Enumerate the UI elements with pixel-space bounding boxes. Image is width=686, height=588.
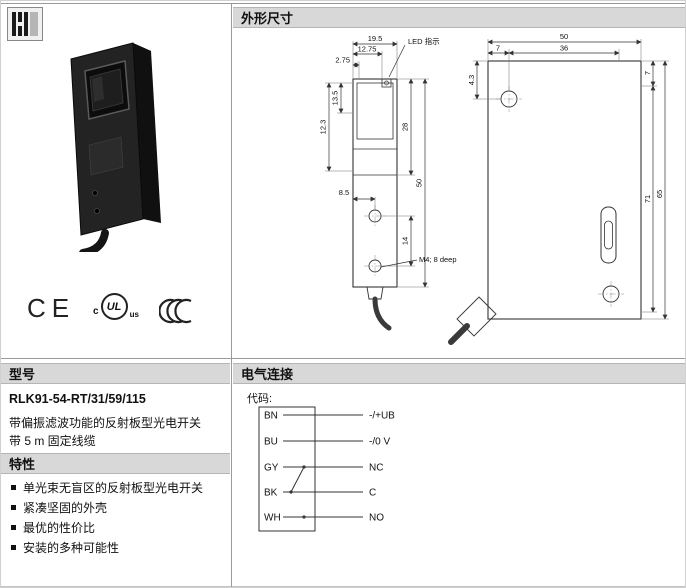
dim-12-3: 12.3 <box>319 120 328 135</box>
extension-lines-front <box>325 41 429 288</box>
wire-rows: BN -/+UB BU -/0 V GY NC BK C WH NO <box>264 411 395 524</box>
dim-7-top: 7 <box>496 44 500 53</box>
top-rule <box>1 3 685 4</box>
section-header-dimensions: 外形尺寸 <box>233 7 685 28</box>
wire-code: BN <box>264 411 278 422</box>
dimension-labels-front: 19.5 12.75 2.75 LED 指示 13.5 12.3 28 50 8… <box>319 34 457 264</box>
dim-2-75: 2.75 <box>335 56 350 65</box>
section-header-model: 型号 <box>1 363 230 384</box>
wire-signal: NC <box>369 463 383 474</box>
ul-us-label: us <box>129 310 139 319</box>
model-desc-2: 带 5 m 固定线缆 <box>9 434 96 448</box>
feature-item: 紧凑坚固的外壳 <box>11 499 107 516</box>
column-divider <box>231 3 232 587</box>
dim-50-side: 50 <box>560 32 568 41</box>
m4-thread-label: M4; 8 deep <box>419 255 457 264</box>
led-indicator-label: LED 指示 <box>408 36 440 46</box>
dim-50-front: 50 <box>415 179 424 187</box>
wire-signal: C <box>369 488 376 499</box>
sensor-side-face <box>133 43 161 223</box>
dim-8-5: 8.5 <box>339 188 349 197</box>
lens-highlight <box>92 76 104 102</box>
product-photo <box>70 42 161 252</box>
dimension-lines-side <box>474 39 668 320</box>
sensor-hole <box>94 208 100 214</box>
ccc-mark <box>159 298 192 324</box>
bottom-rule <box>1 586 685 587</box>
dim-7-right: 7 <box>643 71 652 75</box>
wire-code-label: 代码: <box>247 392 272 405</box>
dim-28: 28 <box>401 123 410 131</box>
middle-rule <box>1 358 685 359</box>
feature-text: 紧凑坚固的外壳 <box>23 501 108 515</box>
ul-circle: UL <box>100 293 128 320</box>
dim-13-5: 13.5 <box>331 91 340 106</box>
wire-signal: -/+UB <box>369 411 395 422</box>
feature-item: 单光束无盲区的反射板型光电开关 <box>11 479 203 496</box>
ul-label: UL <box>106 300 122 313</box>
device-box <box>258 406 316 532</box>
model-desc-1: 带偏振滤波功能的反射板型光电开关 <box>9 416 202 430</box>
ul-mark: c UL us <box>93 293 139 320</box>
sensor-cable <box>79 229 109 252</box>
wire-signal: -/0 V <box>369 437 390 448</box>
feature-item: 最优的性价比 <box>11 519 95 536</box>
wire-code: BU <box>264 437 278 448</box>
wire-signal: NO <box>369 513 384 524</box>
feature-text: 最优的性价比 <box>23 521 96 535</box>
changeover-contact-symbol <box>289 465 306 519</box>
wiring-diagram: 代码: BN -/+UB BU -/0 V GY NC BK C WH NO <box>247 392 395 532</box>
bullet-icon <box>11 525 16 530</box>
dim-4-3: 4.3 <box>467 75 476 85</box>
bullet-icon <box>11 505 16 510</box>
extension-lines-side <box>473 39 669 320</box>
dim-65: 65 <box>655 190 664 198</box>
feature-item: 安装的多种可能性 <box>11 539 119 556</box>
dim-71: 71 <box>643 195 652 203</box>
sensor-hole <box>92 190 98 196</box>
sensor-label-plate <box>88 136 124 176</box>
section-header-electrical: 电气连接 <box>233 363 685 384</box>
dimension-labels-side: 50 7 36 4.3 7 71 65 <box>467 32 664 203</box>
ce-mark: CE <box>27 293 76 323</box>
bullet-icon <box>11 485 16 490</box>
dim-19-5: 19.5 <box>368 34 383 43</box>
wire-code: WH <box>264 513 281 524</box>
dim-12-75: 12.75 <box>358 45 377 54</box>
brand-logo <box>7 7 43 41</box>
bullet-icon <box>11 545 16 550</box>
wire-code: BK <box>264 488 278 499</box>
dim-36: 36 <box>560 44 568 53</box>
wire-code: GY <box>264 463 279 474</box>
feature-text: 单光束无盲区的反射板型光电开关 <box>23 481 204 495</box>
feature-text: 安装的多种可能性 <box>23 541 120 555</box>
side-view <box>448 60 642 345</box>
section-header-features: 特性 <box>1 453 230 474</box>
centerlines-side <box>496 86 624 307</box>
dimension-lines-front <box>326 41 428 288</box>
dim-14: 14 <box>401 237 410 245</box>
ul-c-label: c <box>93 306 99 317</box>
dimension-drawing: 19.5 12.75 2.75 LED 指示 13.5 12.3 28 50 8… <box>319 32 669 345</box>
model-code: RLK91-54-RT/31/59/115 <box>9 392 146 406</box>
